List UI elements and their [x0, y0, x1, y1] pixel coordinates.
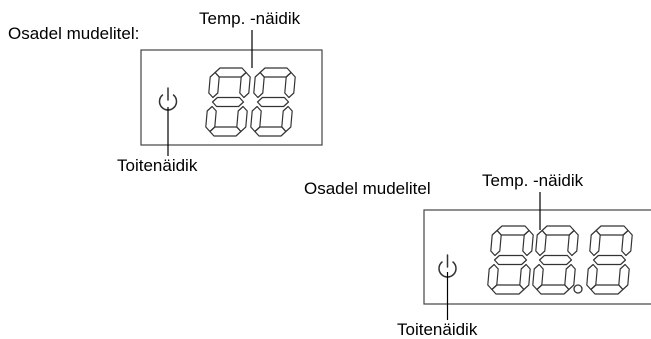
- seg-c: [519, 263, 531, 291]
- seg-g: [493, 254, 528, 266]
- seg-e: [250, 105, 262, 133]
- seg-f: [208, 71, 220, 99]
- diagram-1-power-label: Toitenäidik: [117, 156, 198, 175]
- seg-c: [281, 105, 293, 133]
- diagram-1-temp-label: Temp. -näidik: [199, 9, 301, 28]
- seven-segment-digit: [487, 225, 534, 295]
- display-panel-1: [140, 49, 323, 146]
- seg-d: [491, 284, 525, 295]
- seven-segment-digits-1: [205, 67, 296, 137]
- seven-segment-digits-2: [487, 225, 633, 295]
- seg-e: [205, 105, 217, 133]
- seg-b: [567, 229, 579, 257]
- decimal-point: [573, 284, 583, 294]
- seg-a: [214, 67, 247, 78]
- diagram-1-heading: Osadel mudelitel:: [8, 24, 140, 43]
- diagram-2: [423, 192, 651, 320]
- seg-c: [618, 263, 630, 291]
- seg-e: [586, 263, 598, 291]
- display-panel-2: [423, 209, 651, 305]
- seg-c: [236, 105, 248, 133]
- seg-b: [239, 71, 251, 99]
- seg-g: [211, 96, 245, 108]
- seg-g: [538, 254, 573, 266]
- seg-f: [253, 71, 265, 99]
- seg-e: [487, 263, 499, 291]
- diagram-2-power-label: Toitenäidik: [397, 320, 478, 339]
- seg-d: [209, 126, 242, 137]
- seg-f: [589, 229, 601, 257]
- seg-d: [536, 284, 570, 295]
- seven-segment-digit: [205, 67, 251, 137]
- seg-d: [254, 126, 287, 137]
- seg-a: [496, 225, 530, 236]
- diagram-1: [140, 30, 323, 156]
- seven-segment-digit: [586, 225, 633, 295]
- seg-f: [490, 229, 502, 257]
- seg-b: [284, 71, 296, 99]
- seg-c: [564, 263, 576, 291]
- seg-a: [259, 67, 292, 78]
- seven-segment-digit: [532, 225, 579, 295]
- seg-a: [595, 225, 629, 236]
- seg-b: [621, 229, 633, 257]
- diagram-2-temp-label: Temp. -näidik: [482, 171, 584, 190]
- seven-segment-digit: [250, 67, 296, 137]
- seg-e: [532, 263, 544, 291]
- seg-g: [256, 96, 290, 108]
- seg-d: [590, 284, 624, 295]
- seg-g: [592, 254, 627, 266]
- seg-b: [522, 229, 534, 257]
- power-icon: [158, 87, 178, 111]
- seg-f: [535, 229, 547, 257]
- seg-a: [541, 225, 575, 236]
- diagram-2-heading: Osadel mudelitel: [304, 179, 431, 198]
